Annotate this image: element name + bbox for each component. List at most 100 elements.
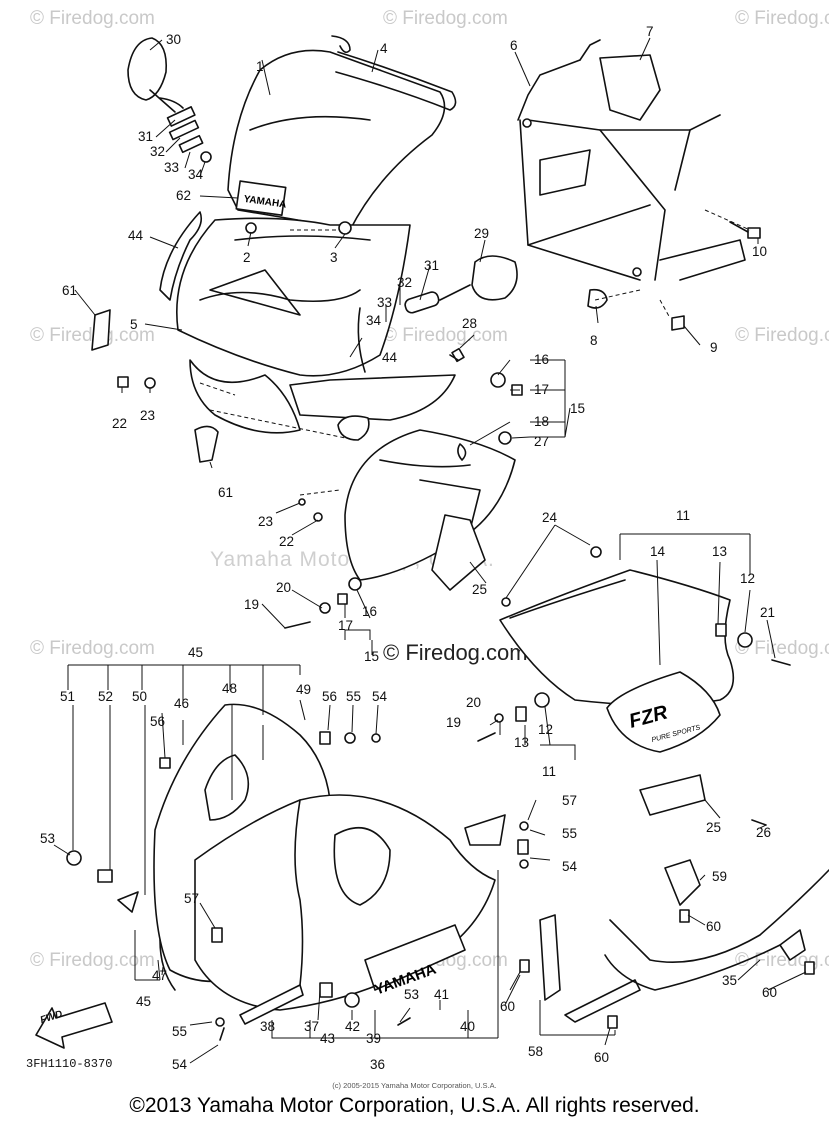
callout-38: 38	[260, 1019, 275, 1034]
callout-33: 33	[164, 160, 179, 175]
callout-46: 46	[174, 696, 189, 711]
watermark-mid-center: © Firedog.com	[383, 325, 508, 346]
small-copyright: (c) 2005-2015 Yamaha Motor Corporation, …	[332, 1081, 497, 1090]
callout-57-right: 57	[562, 793, 577, 808]
callout-45-lower: 45	[136, 994, 151, 1009]
callout-7: 7	[646, 24, 654, 39]
callout-12-upper: 12	[740, 571, 755, 586]
callout-62: 62	[176, 188, 191, 203]
callout-53-lower: 53	[404, 987, 419, 1002]
watermark-low-left: © Firedog.com	[30, 638, 155, 659]
callout-14: 14	[650, 544, 666, 559]
callout-44-upper: 44	[128, 228, 144, 243]
callout-58: 58	[528, 1044, 543, 1059]
callout-25-lower: 25	[706, 820, 721, 835]
callout-11-lower: 11	[542, 764, 556, 779]
callout-47: 47	[152, 968, 167, 983]
callout-13-lower: 13	[514, 735, 529, 750]
callout-22-lower: 22	[279, 534, 294, 549]
forward-arrow-icon	[35, 1002, 113, 1049]
callout-15-upper: 15	[570, 401, 585, 416]
callout-22-upper: 22	[112, 416, 127, 431]
callout-10: 10	[752, 244, 767, 259]
callout-32: 32	[150, 144, 165, 159]
callout-12-lower: 12	[538, 722, 553, 737]
callout-1: 1	[256, 59, 264, 74]
callout-51: 51	[60, 689, 75, 704]
callout-57-left: 57	[184, 891, 199, 906]
callout-35: 35	[722, 973, 737, 988]
callout-39: 39	[366, 1031, 381, 1046]
callout-26: 26	[756, 825, 771, 840]
callout-34: 34	[188, 167, 204, 182]
callout-23-lower: 23	[258, 514, 273, 529]
watermark-top-right: © Firedog.com	[735, 8, 829, 29]
callout-24: 24	[542, 510, 558, 525]
callout-55-right: 55	[562, 826, 577, 841]
callout-59: 59	[712, 869, 727, 884]
callout-4: 4	[380, 41, 388, 56]
windshield: YAMAHA	[227, 35, 457, 231]
callout-60-b: 60	[594, 1050, 609, 1065]
watermark-mid-left: © Firedog.com	[30, 325, 155, 346]
callout-55-upper: 55	[346, 689, 361, 704]
mirror-right	[404, 255, 518, 314]
callout-49: 49	[296, 682, 311, 697]
callout-61-upper: 61	[62, 283, 77, 298]
callout-15-lower: 15	[364, 649, 379, 664]
callout-43: 43	[320, 1031, 335, 1046]
callout-30: 30	[166, 32, 181, 47]
callout-5: 5	[130, 317, 138, 332]
callout-29: 29	[474, 226, 489, 241]
lower-brackets	[539, 774, 829, 1023]
callout-9: 9	[710, 340, 718, 355]
callout-60-c: 60	[706, 919, 721, 934]
callout-32-right: 32	[397, 275, 412, 290]
leader-lines	[53, 37, 807, 1064]
callout-3: 3	[330, 250, 338, 265]
callout-52: 52	[98, 689, 113, 704]
callout-28: 28	[462, 316, 477, 331]
callout-34-right: 34	[366, 313, 382, 328]
callout-17-upper: 17	[534, 382, 549, 397]
callout-61-lower: 61	[218, 485, 233, 500]
watermark-low-right: © Firedog.com	[735, 638, 829, 659]
callout-33-right: 33	[377, 295, 392, 310]
callout-37: 37	[304, 1019, 319, 1034]
callout-19-lower: 19	[446, 715, 461, 730]
callout-31: 31	[138, 129, 153, 144]
callout-45-upper: 45	[188, 645, 203, 660]
callout-55-lower: 55	[172, 1024, 187, 1039]
callout-19-upper: 19	[244, 597, 259, 612]
callout-41: 41	[434, 987, 449, 1002]
callout-13-upper: 13	[712, 544, 727, 559]
callout-16-upper: 16	[534, 352, 549, 367]
cowl-stay-frame	[517, 39, 746, 281]
callout-54-upper: 54	[372, 689, 388, 704]
callout-56-right: 56	[322, 689, 337, 704]
footer-copyright: ©2013 Yamaha Motor Corporation, U.S.A. A…	[129, 1094, 700, 1117]
callout-54-right: 54	[562, 859, 578, 874]
side-cover: FZR PURE SPORTS	[499, 569, 735, 753]
callout-16-lower: 16	[362, 604, 377, 619]
callout-2: 2	[243, 250, 251, 265]
hardware	[66, 221, 815, 1041]
callout-labels: 30 31 32 33 34 62 1 4 6 7 44 2 3 61 5 29…	[40, 24, 777, 1072]
callout-6: 6	[510, 38, 518, 53]
callout-11-upper: 11	[676, 508, 690, 523]
callout-25-upper: 25	[472, 582, 487, 597]
callout-17-lower: 17	[338, 618, 353, 633]
lower-cowl: YAMAHA	[153, 703, 496, 1011]
cowl-side-panel	[159, 211, 370, 441]
callout-60-a: 60	[500, 999, 515, 1014]
callout-20-lower: 20	[466, 695, 481, 710]
callout-56-left: 56	[150, 714, 165, 729]
callout-50: 50	[132, 689, 147, 704]
watermark-firedog-center: © Firedog.com	[383, 640, 528, 665]
callout-60-d: 60	[762, 985, 777, 1000]
watermark-bottom-left: © Firedog.com	[30, 950, 155, 971]
callout-48: 48	[222, 681, 237, 696]
watermark-mid-right: © Firedog.com	[735, 325, 829, 346]
callout-23-upper: 23	[140, 408, 155, 423]
